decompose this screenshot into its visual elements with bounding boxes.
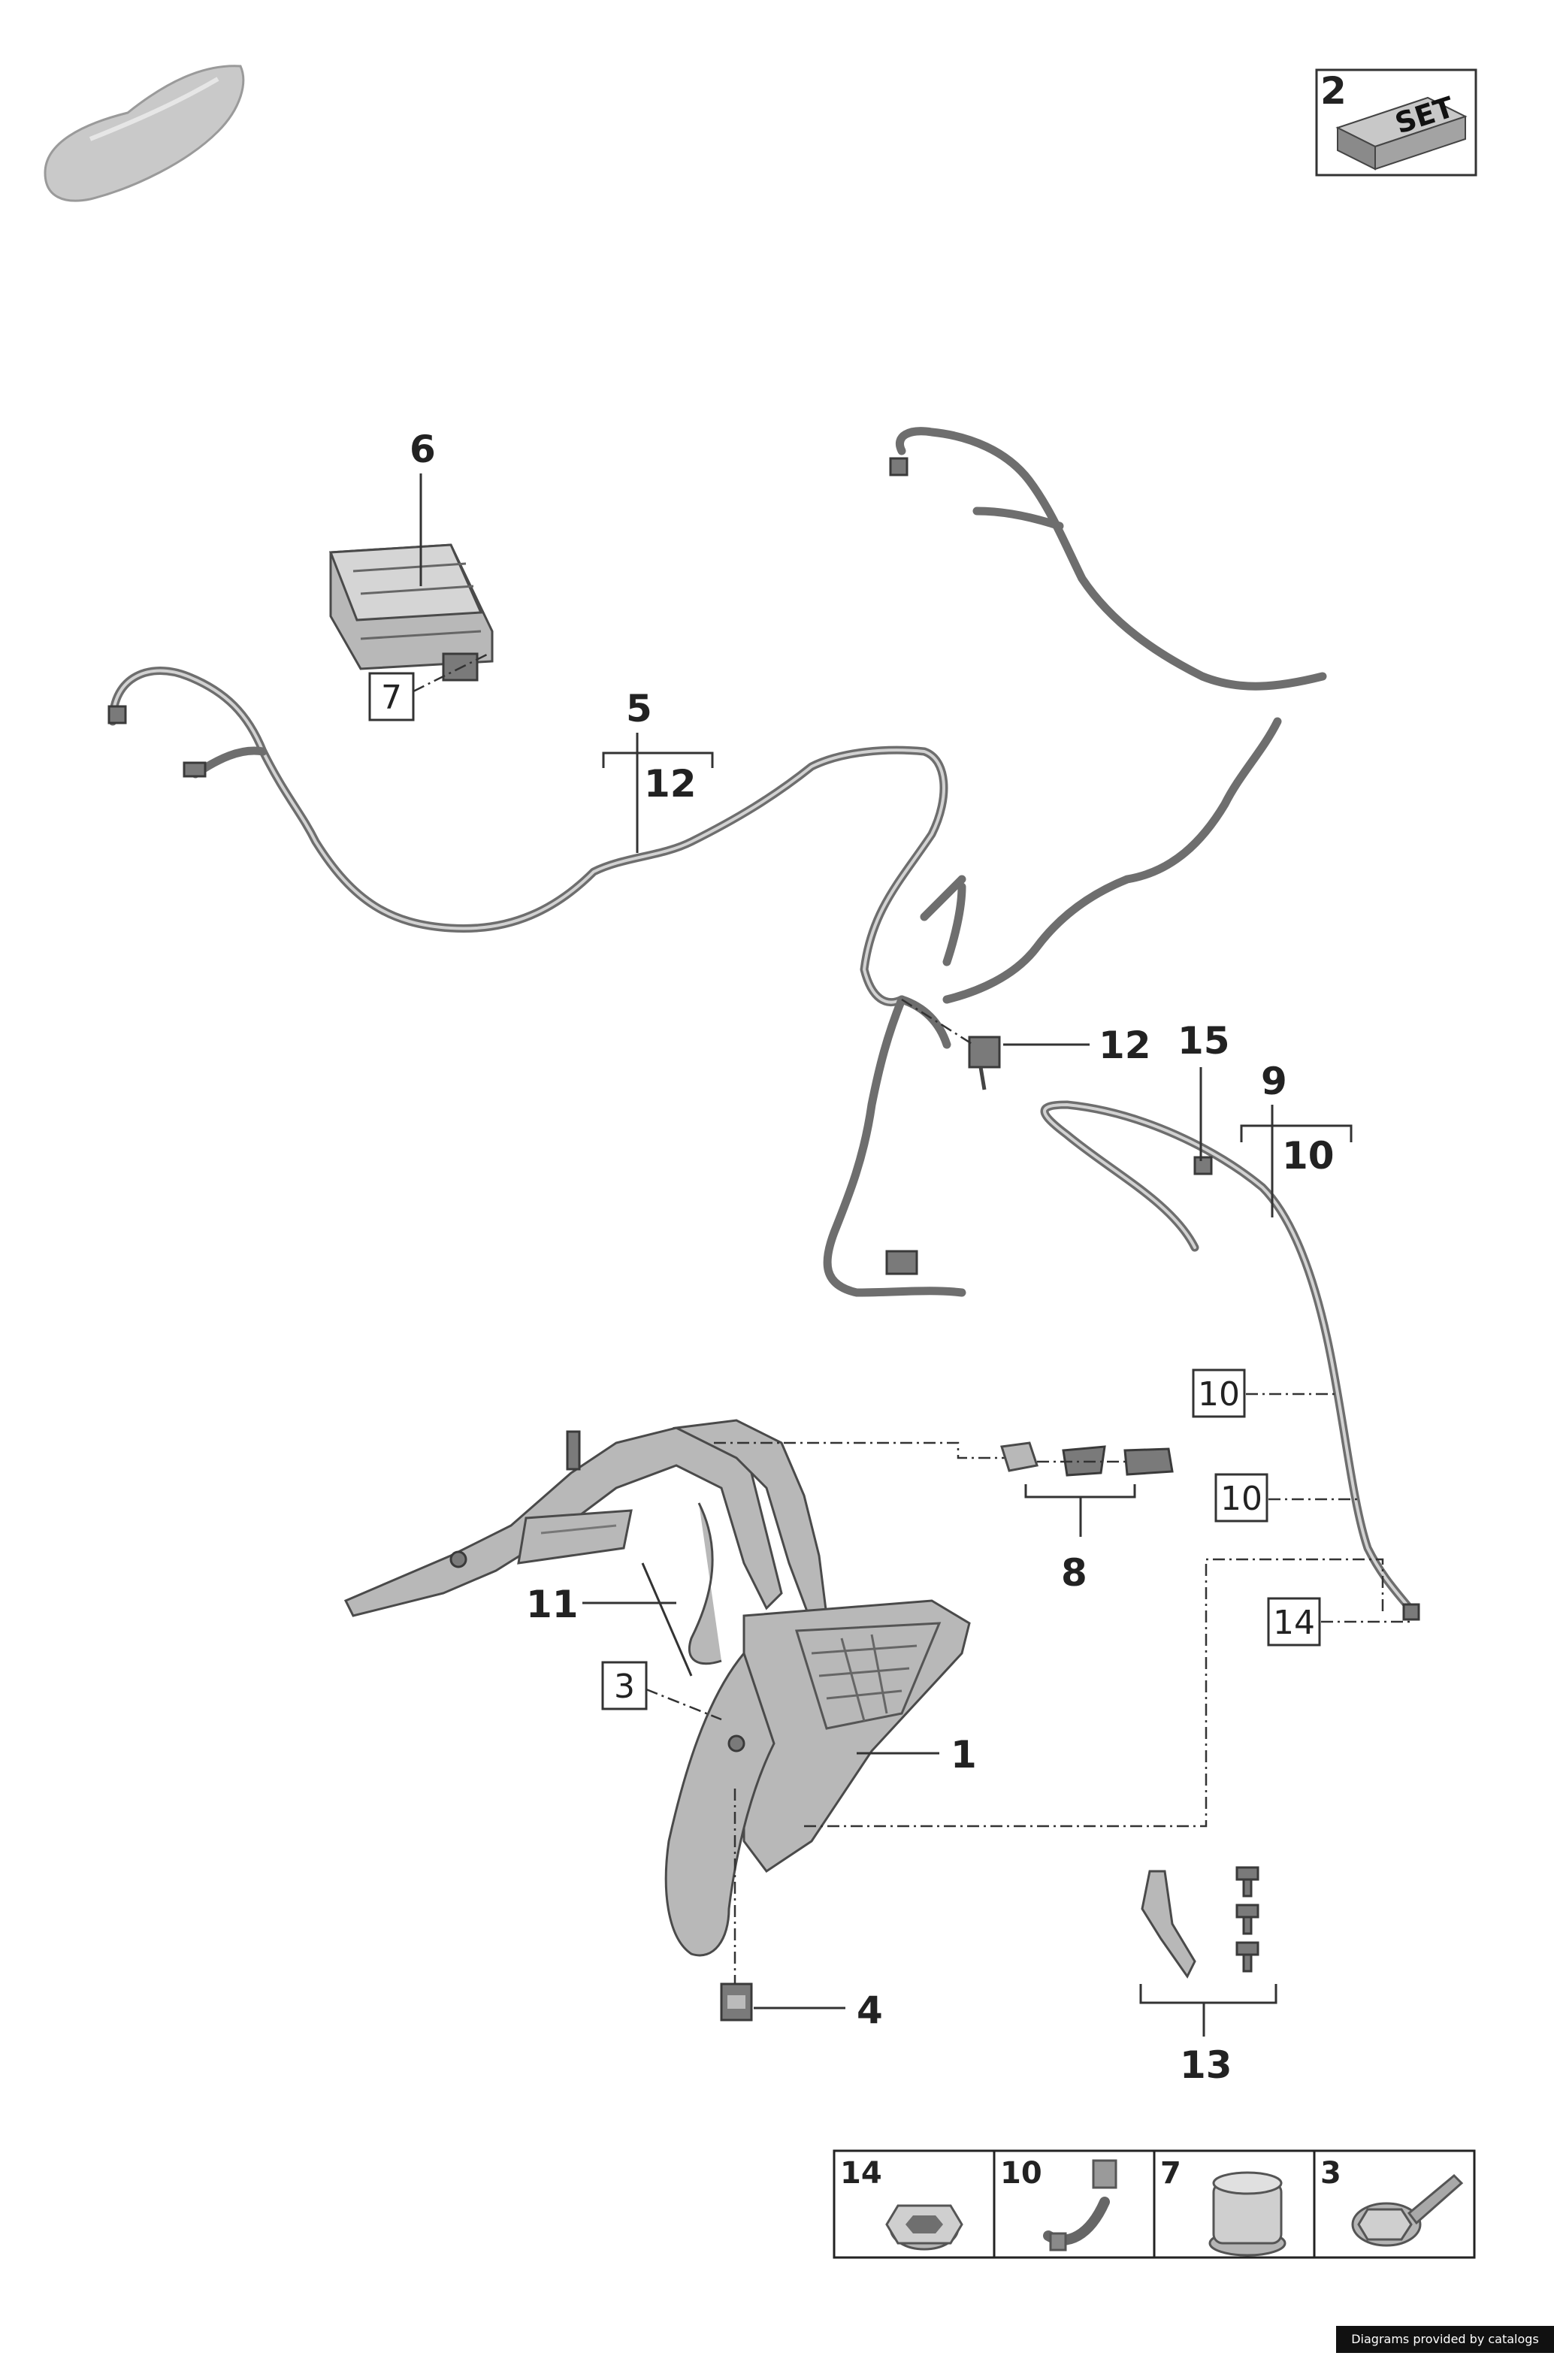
callout-15: 15 xyxy=(1178,1019,1230,1063)
flange-nut-icon xyxy=(885,2204,963,2251)
clip-set-icon xyxy=(1000,1441,1174,1477)
wiring-harness-icon xyxy=(107,427,1327,1297)
bracket-bolts-icon xyxy=(1141,1866,1259,1979)
callout-4: 4 xyxy=(857,1988,883,2032)
callout-1: 1 xyxy=(951,1733,977,1777)
cable-assembly-icon xyxy=(1040,1100,1420,1621)
boxed-label-7: 7 xyxy=(381,679,402,717)
callout-8: 8 xyxy=(1061,1551,1087,1595)
callout-9: 9 xyxy=(1261,1060,1287,1103)
fastener-legend: 14 10 7 3 xyxy=(833,2149,1476,2259)
callout-10-bracket: 10 xyxy=(1282,1134,1335,1178)
attribution-credit: Diagrams provided by catalogs parts xyxy=(1336,2326,1554,2373)
callout-13: 13 xyxy=(1180,2043,1232,2087)
switch-connector-icon xyxy=(968,1036,1001,1090)
sensor-icon xyxy=(720,1982,753,2022)
callout-5: 5 xyxy=(626,687,652,730)
callout-6: 6 xyxy=(410,428,436,471)
spreading-nut-icon xyxy=(1208,2171,1286,2257)
legend-number-3: 3 xyxy=(1320,2156,1341,2191)
flange-bolt-icon xyxy=(1351,2173,1464,2247)
callout-11: 11 xyxy=(526,1583,579,1626)
callout-12-bracket: 12 xyxy=(644,762,697,806)
callout-2: 2 xyxy=(1320,69,1347,113)
legend-number-14: 14 xyxy=(840,2156,882,2191)
cable-clip-icon xyxy=(1043,2159,1117,2251)
legend-number-7: 7 xyxy=(1160,2156,1181,2191)
legend-number-10: 10 xyxy=(1000,2156,1042,2191)
set-box-icon: SET xyxy=(1315,68,1477,177)
boxed-label-10-lower: 10 xyxy=(1220,1480,1262,1518)
boxed-label-3: 3 xyxy=(614,1668,635,1706)
boxed-label-14: 14 xyxy=(1273,1604,1315,1642)
pedal-assembly-icon xyxy=(343,1419,971,1957)
control-unit-icon xyxy=(328,543,494,682)
boxed-label-10-upper: 10 xyxy=(1198,1375,1240,1414)
car-silhouette-icon xyxy=(44,65,245,202)
callout-12-switch: 12 xyxy=(1099,1024,1151,1067)
